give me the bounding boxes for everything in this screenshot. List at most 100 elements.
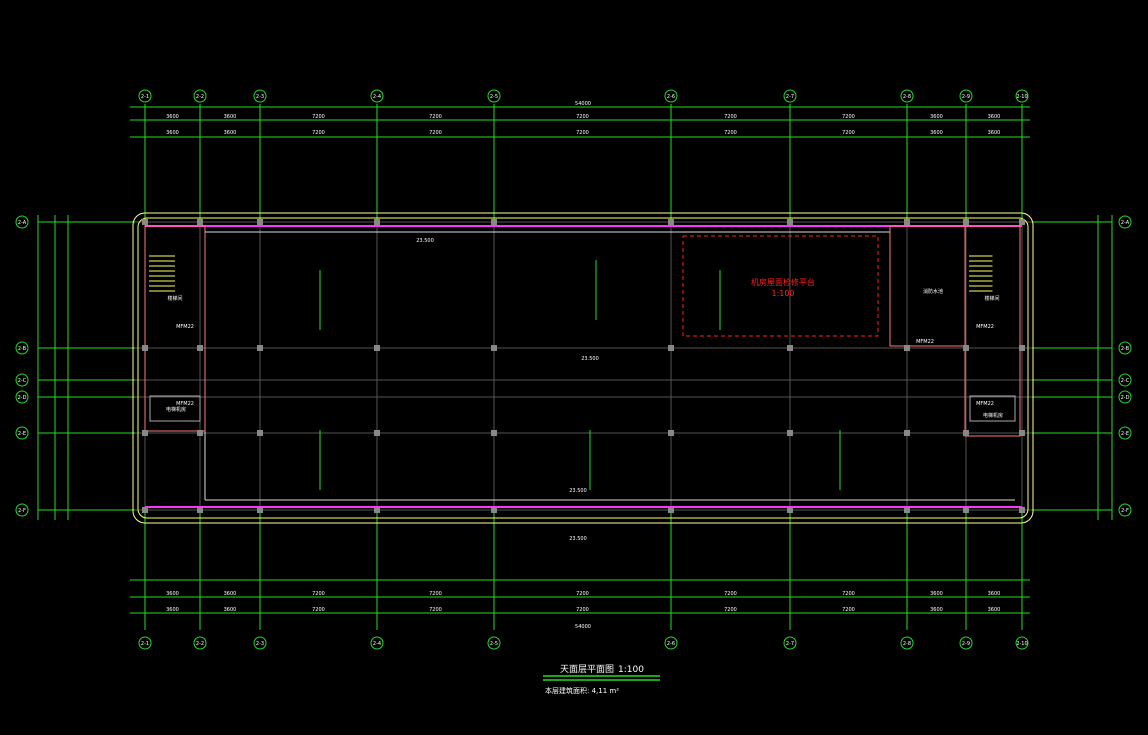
dimension-text: 7200 <box>312 591 325 597</box>
axis-label: 2-6 <box>667 94 675 100</box>
axis-bubble <box>487 89 501 103</box>
elevation-label: 23.500 <box>569 488 587 494</box>
axis-bubble <box>15 373 29 387</box>
elevator-machine-room <box>969 395 1016 422</box>
axis-label: 2-7 <box>786 94 794 100</box>
tank-room-outline <box>889 225 966 347</box>
dimension-text: 3600 <box>930 130 943 136</box>
axis-label: 2-A <box>18 220 27 226</box>
dimension-text: 7200 <box>429 114 442 120</box>
axis-bubble <box>487 636 501 650</box>
axis-label: 2-5 <box>490 94 498 100</box>
door-label: MFM22 <box>916 339 934 345</box>
axis-label: 2-3 <box>256 94 264 100</box>
column <box>1019 345 1025 351</box>
dimension-text: 7200 <box>429 607 442 613</box>
column <box>374 430 380 436</box>
axis-label: 2-A <box>1121 220 1130 226</box>
dimension-text: 3600 <box>930 607 943 613</box>
column <box>142 345 148 351</box>
axis-label: 2-E <box>1121 431 1129 437</box>
elevator-machine-room <box>149 395 201 422</box>
column <box>1019 219 1025 225</box>
stair-core-outline <box>144 225 206 432</box>
dimension-text: 7200 <box>429 130 442 136</box>
axis-bubble <box>253 636 267 650</box>
axis-bubble <box>15 215 29 229</box>
drawing-scale: 1:100 <box>618 665 644 675</box>
dimension-text: 3600 <box>930 114 943 120</box>
dimension-text: 7200 <box>429 591 442 597</box>
dimension-text: 7200 <box>576 607 589 613</box>
column <box>787 430 793 436</box>
elevation-label: 23.500 <box>569 536 587 542</box>
column <box>1019 430 1025 436</box>
dimension-text: 3600 <box>988 130 1001 136</box>
room-label: 电梯机房 <box>983 412 1003 419</box>
axis-bubble <box>1118 426 1132 440</box>
axis-bubble <box>370 636 384 650</box>
axis-bubble <box>1118 503 1132 517</box>
column <box>374 219 380 225</box>
area-note: 本层建筑面积: 4,11 m² <box>545 686 619 695</box>
axis-bubble <box>370 89 384 103</box>
column <box>197 345 203 351</box>
axis-bubble <box>1118 215 1132 229</box>
column <box>491 507 497 513</box>
column <box>142 507 148 513</box>
axis-label: 2-9 <box>962 94 970 100</box>
overall-dimension-bottom: 54000 <box>575 624 591 630</box>
stair-room-label: 楼梯间 <box>167 295 182 302</box>
axis-label: 2-B <box>1121 346 1130 352</box>
axis-bubble <box>193 636 207 650</box>
column <box>668 507 674 513</box>
axis-label: 2-2 <box>196 94 204 100</box>
axis-bubble <box>900 636 914 650</box>
column <box>491 219 497 225</box>
axis-label: 2-10 <box>1016 641 1027 647</box>
overall-dimension-top: 54000 <box>575 101 591 107</box>
dimension-text: 7200 <box>724 591 737 597</box>
axis-label: 2-F <box>1121 508 1129 514</box>
axis-bubble <box>1118 390 1132 404</box>
axis-label: 2-F <box>18 508 26 514</box>
axis-bubble <box>15 426 29 440</box>
roof-outline-outer <box>132 212 1034 524</box>
axis-label: 2-4 <box>373 641 381 647</box>
dimension-text: 7200 <box>576 591 589 597</box>
dimension-text: 7200 <box>312 130 325 136</box>
column <box>374 507 380 513</box>
column <box>257 430 263 436</box>
dimension-text: 3600 <box>224 130 237 136</box>
axis-label: 2-D <box>18 395 27 401</box>
column <box>142 430 148 436</box>
dimension-text: 7200 <box>724 114 737 120</box>
door-label: MFM22 <box>976 401 994 407</box>
dimension-text: 7200 <box>312 114 325 120</box>
column <box>787 507 793 513</box>
dimension-text: 7200 <box>842 607 855 613</box>
dimension-text: 3600 <box>166 591 179 597</box>
column <box>142 219 148 225</box>
platform-sublabel: 1:100 <box>771 289 794 298</box>
axis-bubble <box>193 89 207 103</box>
column <box>257 345 263 351</box>
axis-bubble <box>1118 341 1132 355</box>
dimension-text: 3600 <box>988 607 1001 613</box>
column <box>197 430 203 436</box>
maintenance-platform <box>682 235 879 337</box>
axis-label: 2-1 <box>141 641 149 647</box>
axis-label: 2-4 <box>373 94 381 100</box>
dimension-text: 3600 <box>988 591 1001 597</box>
column <box>491 345 497 351</box>
column <box>668 430 674 436</box>
axis-bubble <box>783 89 797 103</box>
axis-label: 2-2 <box>196 641 204 647</box>
dimension-text: 3600 <box>166 130 179 136</box>
dimension-text: 7200 <box>576 114 589 120</box>
column <box>904 430 910 436</box>
column <box>668 219 674 225</box>
column <box>491 430 497 436</box>
dimension-text: 7200 <box>724 607 737 613</box>
